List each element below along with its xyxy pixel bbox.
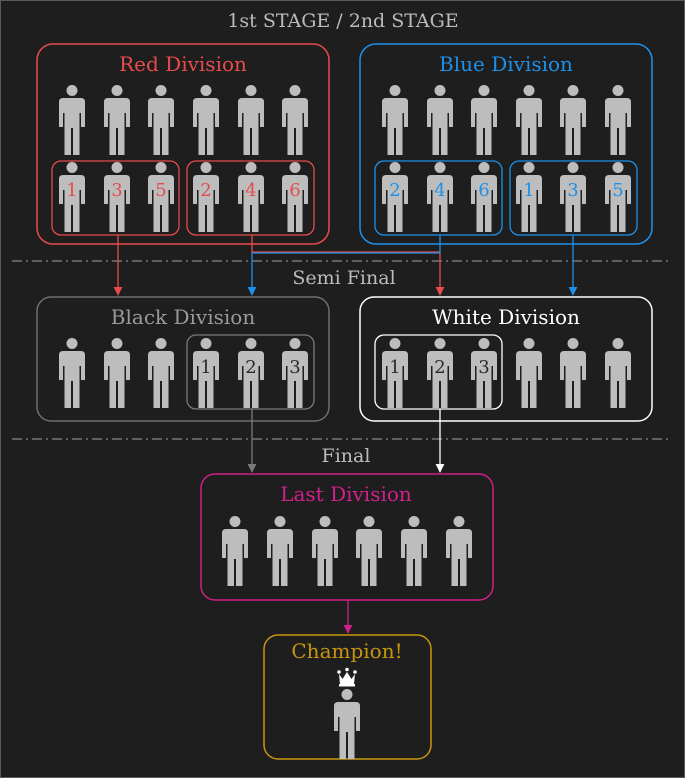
person-icon	[446, 516, 472, 586]
blue-group-even-box	[374, 160, 503, 236]
seed-number: 3	[567, 180, 578, 201]
person-icon	[238, 85, 264, 155]
seed-number: 2	[245, 357, 256, 378]
person-icon	[471, 85, 497, 155]
person-icon	[516, 85, 542, 155]
black-division-box	[36, 296, 330, 422]
red-group-odd-box	[51, 160, 180, 236]
blue-division-title: Blue Division	[439, 52, 573, 76]
person-icon	[267, 516, 293, 586]
arrow-blue-to-black	[247, 235, 441, 296]
person-icon	[356, 516, 382, 586]
seed-number: 1	[389, 357, 400, 378]
person-icon	[193, 85, 219, 155]
seed-number: 5	[612, 180, 623, 201]
person-icon	[148, 85, 174, 155]
stage-label-first: 1st STAGE / 2nd STAGE	[227, 10, 459, 32]
person-icon	[560, 85, 586, 155]
person-icon	[282, 85, 308, 155]
seed-number: 3	[111, 180, 122, 201]
stage-label-final: Final	[321, 445, 371, 467]
person-icon	[382, 85, 408, 155]
person-icon	[59, 85, 85, 155]
person-icon	[312, 516, 338, 586]
person-icon	[427, 85, 453, 155]
seed-number: 4	[434, 180, 445, 201]
crown-icon	[337, 667, 357, 687]
red-division-box	[36, 43, 330, 245]
seed-number: 3	[289, 357, 300, 378]
seed-number: 1	[200, 357, 211, 378]
black-division-title: Black Division	[110, 305, 256, 329]
person-icon	[560, 338, 586, 408]
stage-label-semi: Semi Final	[292, 267, 396, 289]
seed-number: 1	[66, 180, 77, 201]
last-division-title: Last Division	[280, 482, 412, 506]
red-group-even-box	[186, 160, 315, 236]
person-icon	[605, 338, 631, 408]
seed-number: 6	[289, 180, 300, 201]
person-icon	[59, 338, 85, 408]
white-division-title: White Division	[432, 305, 580, 329]
arrow-red-to-white	[251, 235, 445, 296]
champion-person-icon	[334, 689, 360, 759]
seed-number: 1	[523, 180, 534, 201]
champion-title: Champion!	[291, 639, 403, 663]
person-icon	[401, 516, 427, 586]
person-icon	[516, 338, 542, 408]
black-finalists-box	[186, 334, 315, 410]
seed-number: 3	[478, 357, 489, 378]
person-icon	[104, 338, 130, 408]
last-division-box	[200, 473, 494, 601]
champion-box	[263, 634, 432, 760]
seed-number: 2	[434, 357, 445, 378]
person-icon	[605, 85, 631, 155]
red-division-title: Red Division	[119, 52, 247, 76]
white-division-box	[359, 296, 653, 422]
blue-division-box	[359, 43, 653, 245]
person-icon	[222, 516, 248, 586]
person-icon	[104, 85, 130, 155]
seed-number: 6	[478, 180, 489, 201]
white-finalists-box	[374, 334, 503, 410]
seed-number: 5	[155, 180, 166, 201]
seed-number: 2	[200, 180, 211, 201]
seed-number: 4	[245, 180, 256, 201]
person-icon	[148, 338, 174, 408]
seed-number: 2	[389, 180, 400, 201]
